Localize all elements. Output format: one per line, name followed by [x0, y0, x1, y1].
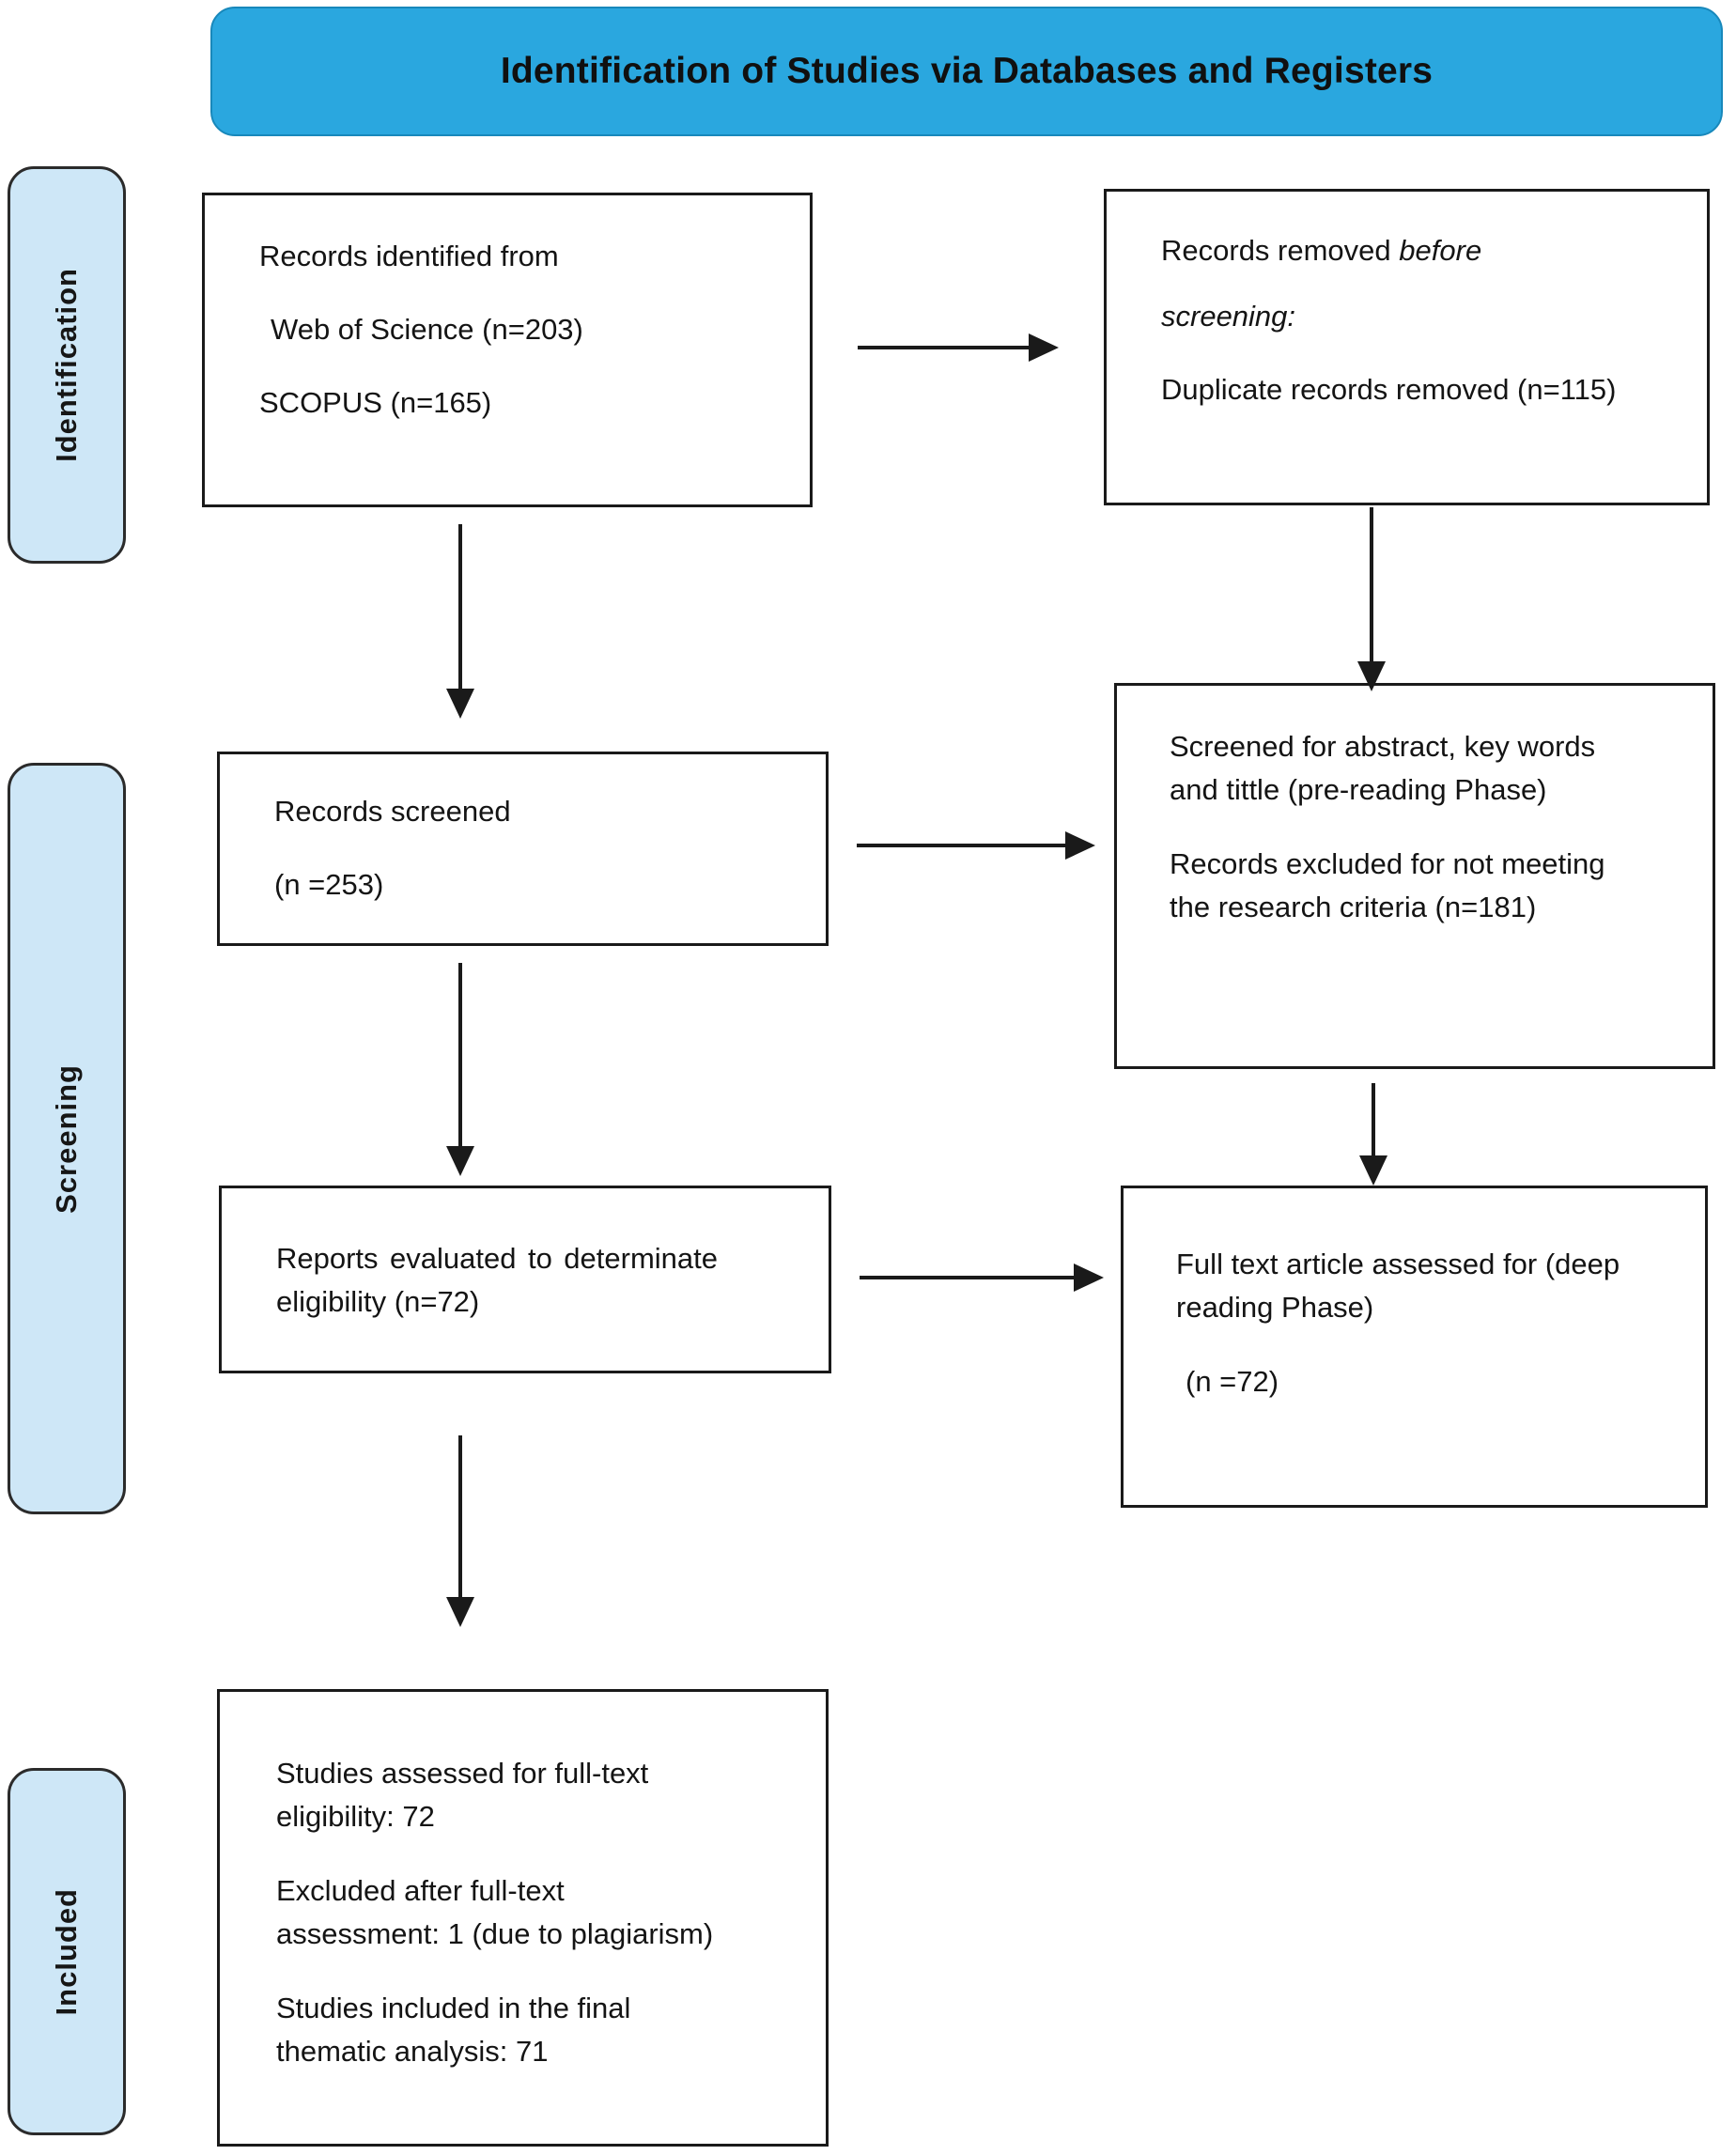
studies-included-para1: Studies assessed for full-text eligibili…	[276, 1757, 649, 1833]
records-screened-line2: (n =253)	[274, 867, 384, 901]
stage-label-included-text: Included	[50, 1887, 83, 2016]
records-screened-line1: Records screened	[274, 795, 511, 828]
studies-included-para2: Excluded after full-text assessment: 1 (…	[276, 1874, 714, 1950]
screened-abstract-para1: Screened for abstract, key words and tit…	[1170, 730, 1596, 806]
records-identified-line1: Records identified from	[259, 240, 559, 272]
box-reports-evaluated: Reports evaluated to determinate eligibi…	[219, 1186, 831, 1373]
box-records-identified: Records identified from Web of Science (…	[202, 193, 813, 507]
box-studies-included: Studies assessed for full-text eligibili…	[217, 1689, 829, 2147]
arrow-abstract-to-fulltext	[1372, 1083, 1375, 1155]
fulltext-assessed-para2: (n =72)	[1186, 1365, 1279, 1399]
records-removed-prefix: Records removed	[1161, 234, 1400, 267]
stage-label-identification: Identification	[8, 166, 126, 564]
studies-included-para3: Studies included in the final thematic a…	[276, 1992, 631, 2068]
records-removed-line1: Records removed before screening:	[1161, 218, 1565, 349]
box-records-removed: Records removed before screening: Duplic…	[1104, 189, 1710, 505]
records-identified-line3: SCOPUS (n=165)	[259, 385, 492, 419]
arrow-screened-to-reports	[458, 963, 462, 1146]
arrow-identified-to-removed	[858, 346, 1029, 349]
arrow-removed-to-abstract	[1370, 507, 1373, 661]
records-removed-line2: Duplicate records removed (n=115)	[1161, 372, 1617, 406]
box-screened-abstract: Screened for abstract, key words and tit…	[1114, 683, 1715, 1069]
arrow-reports-to-included	[458, 1435, 462, 1597]
reports-evaluated-para1: Reports evaluated to determinate eligibi…	[276, 1242, 718, 1318]
screened-abstract-para2: Records excluded for not meeting the res…	[1170, 847, 1605, 923]
arrow-screened-to-abstract	[857, 844, 1065, 847]
stage-label-identification-text: Identification	[50, 268, 83, 462]
fulltext-assessed-para1: Full text article assessed for (deep rea…	[1176, 1248, 1620, 1324]
title-banner: Identification of Studies via Databases …	[210, 7, 1723, 136]
stage-label-included: Included	[8, 1768, 126, 2135]
stage-label-screening-text: Screening	[50, 1063, 83, 1214]
records-identified-line2: Web of Science (n=203)	[271, 312, 583, 346]
diagram-title: Identification of Studies via Databases …	[500, 51, 1434, 91]
stage-label-screening: Screening	[8, 763, 126, 1514]
box-records-screened: Records screened (n =253)	[217, 752, 829, 946]
box-fulltext-assessed: Full text article assessed for (deep rea…	[1121, 1186, 1708, 1508]
records-removed-emphasis: before screening:	[1161, 234, 1482, 333]
arrow-identified-to-screened	[458, 524, 462, 689]
arrow-reports-to-fulltext	[860, 1276, 1074, 1279]
